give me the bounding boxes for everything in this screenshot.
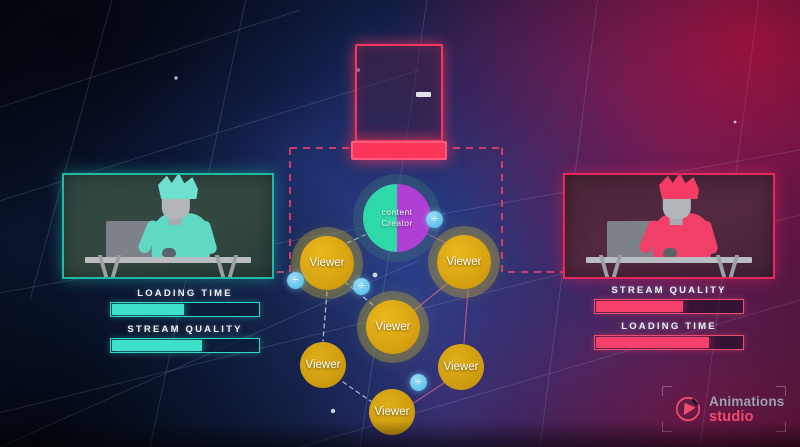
- metric-track: [110, 302, 260, 317]
- node-viewer-label: Viewer: [375, 321, 411, 333]
- mouse-icon: [161, 248, 176, 257]
- viewer-screen-left: [62, 173, 274, 279]
- metric-stream-quality-left: STREAM QUALITY: [110, 324, 260, 353]
- logo-line-1: Animations: [709, 394, 785, 409]
- metrics-right: STREAM QUALITY LOADING TIME: [594, 285, 744, 357]
- node-viewer-2[interactable]: Viewer: [437, 235, 491, 289]
- sync-badge-icon-4[interactable]: ÷: [410, 374, 427, 391]
- node-viewer-3[interactable]: Viewer: [366, 300, 420, 354]
- illustration-right: [565, 175, 773, 277]
- metric-track: [110, 338, 260, 353]
- node-viewer-4[interactable]: Viewer: [300, 342, 346, 388]
- metric-label: LOADING TIME: [621, 321, 717, 332]
- metric-stream-quality-right: STREAM QUALITY: [594, 285, 744, 314]
- sync-badge-icon-2[interactable]: ÷: [287, 272, 304, 289]
- viewer-screen-right: [563, 173, 775, 279]
- desk: [585, 257, 753, 263]
- metric-track: [594, 299, 744, 314]
- metric-fill: [112, 340, 202, 351]
- creator-label-line2: Creator: [381, 218, 413, 228]
- metrics-left: LOADING TIME STREAM QUALITY: [110, 288, 260, 360]
- sync-badge-icon-3[interactable]: ÷: [353, 278, 370, 295]
- mouse-icon: [662, 248, 677, 257]
- creator-half-left: [363, 184, 397, 252]
- metric-fill: [596, 337, 710, 348]
- metric-label: LOADING TIME: [137, 288, 233, 299]
- router-screen[interactable]: [355, 44, 443, 142]
- node-viewer-label: Viewer: [443, 361, 479, 373]
- node-viewer-1[interactable]: Viewer: [300, 236, 354, 290]
- node-viewer-label: Viewer: [446, 256, 482, 268]
- creator-half-right: [397, 184, 431, 252]
- metric-loading-time-left: LOADING TIME: [110, 288, 260, 317]
- metric-fill: [112, 304, 184, 315]
- illustration-left: [64, 175, 272, 277]
- desk: [84, 257, 252, 263]
- metric-fill: [596, 301, 683, 312]
- person-hair: [659, 175, 699, 199]
- node-viewer-label: Viewer: [374, 406, 410, 418]
- router-indicator-icon: [416, 92, 431, 97]
- bottom-fade: [0, 421, 800, 447]
- node-viewer-5[interactable]: Viewer: [438, 344, 484, 390]
- creator-label: content Creator: [381, 207, 412, 229]
- node-viewer-label: Viewer: [309, 257, 345, 269]
- creator-label-line1: content: [381, 207, 413, 217]
- metric-loading-time-right: LOADING TIME: [594, 321, 744, 350]
- node-content-creator[interactable]: content Creator: [363, 184, 431, 252]
- metric-track: [594, 335, 744, 350]
- metric-label: STREAM QUALITY: [127, 324, 243, 335]
- metric-label: STREAM QUALITY: [611, 285, 727, 296]
- router-base-bar: [351, 141, 447, 160]
- node-viewer-label: Viewer: [305, 359, 341, 371]
- play-circle-icon: [675, 396, 701, 422]
- person-hair: [158, 175, 198, 199]
- sync-badge-icon-1[interactable]: ÷: [426, 211, 443, 228]
